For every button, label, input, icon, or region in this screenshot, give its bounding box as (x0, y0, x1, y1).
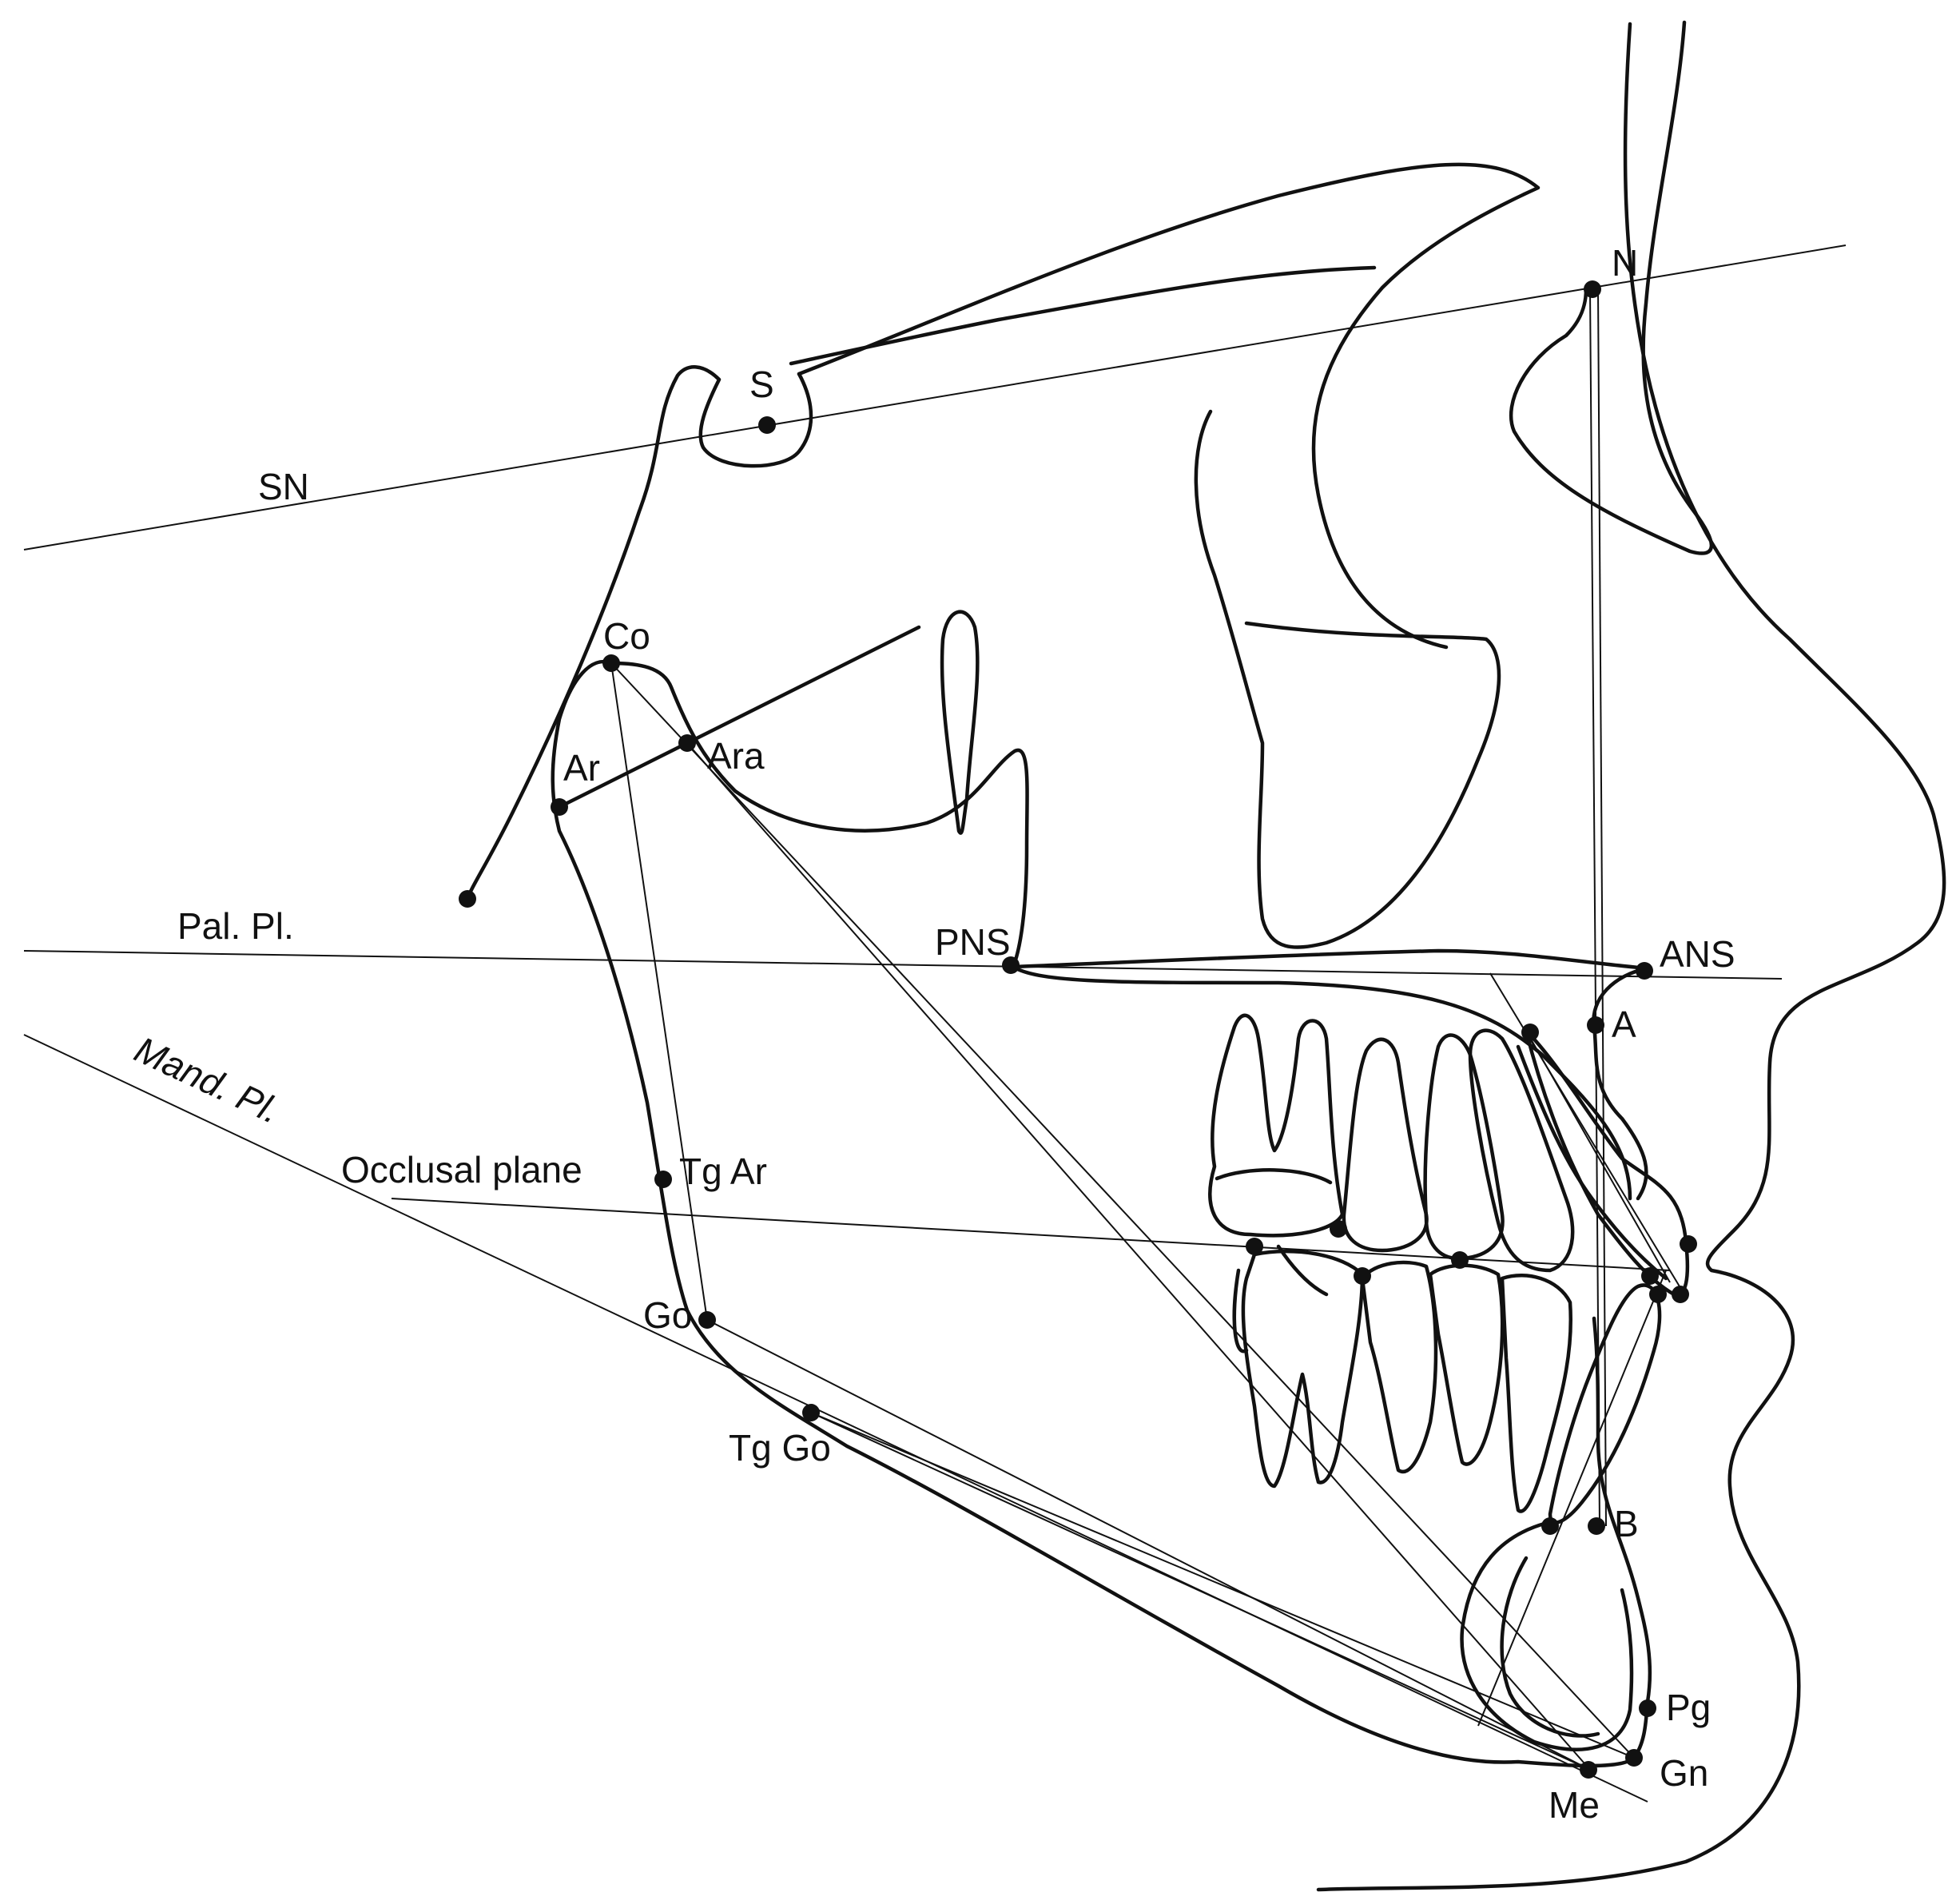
b-label: B (1614, 1503, 1639, 1544)
co-label: Co (603, 615, 650, 657)
mandible-outline (551, 659, 1652, 1768)
b-point (1588, 1517, 1605, 1535)
mandibular-plane-line (23, 1034, 1648, 1803)
upper-central-incisor (1524, 1028, 1690, 1297)
premolar-contact-point (1451, 1251, 1469, 1269)
gn-label: Gn (1660, 1752, 1708, 1794)
pg-label: Pg (1666, 1687, 1711, 1728)
upper-incisor-apex-point (1521, 1024, 1539, 1041)
gn-point (1625, 1749, 1643, 1767)
go-point (698, 1311, 716, 1329)
pterygoid-plate (940, 610, 980, 835)
s-label: S (749, 364, 774, 405)
mandibular-plane-label: Mand. Pl. (129, 1028, 287, 1131)
lower-incisor-axis-line (1477, 1270, 1667, 1727)
lower-incisor (1548, 1283, 1662, 1524)
palatal-plane-line (23, 950, 1783, 980)
me-label: Me (1548, 1784, 1600, 1826)
symphysis-curve (1500, 1556, 1600, 1738)
n-vertical-line-b (1597, 288, 1607, 1527)
frontal-bone (797, 162, 1541, 650)
dentition (1208, 1013, 1690, 1524)
incisor-contact-point-c (1672, 1286, 1689, 1303)
ara-me-line (686, 742, 1591, 1771)
ara-label: Ara (707, 735, 765, 777)
upper-first-premolar (1423, 1033, 1505, 1261)
tggo-me-line (810, 1412, 1591, 1771)
sella-turcica (465, 365, 813, 901)
lower-first-molar (1241, 1249, 1365, 1489)
upper-canine (1468, 1028, 1575, 1273)
lower-molar-crown-line (1232, 1244, 1329, 1353)
s-point (758, 416, 776, 434)
symphysis-inner (1460, 1520, 1634, 1751)
go-me-line (706, 1319, 1591, 1771)
orbit-maxilla-outline (1194, 409, 1501, 949)
me-point (1580, 1761, 1597, 1779)
tg-ar-label: Tg Ar (679, 1151, 767, 1192)
nasal-bone (1509, 20, 1714, 555)
molar-contact-point-c (1354, 1267, 1371, 1285)
ar-label: Ar (563, 747, 600, 789)
n-label: N (1612, 242, 1638, 284)
go-label: Go (643, 1294, 692, 1336)
ans-point (1636, 962, 1653, 980)
palatal-plane-label: Pal. Pl. (177, 905, 294, 947)
pg-point (1639, 1699, 1656, 1717)
soft-tissue-profile (1316, 22, 1946, 1892)
tg-go-point (802, 1404, 820, 1421)
reference-lines (23, 244, 1847, 1803)
tg-go-label: Tg Go (729, 1427, 831, 1469)
ara-point (678, 734, 696, 752)
upper-first-molar (1208, 1013, 1345, 1238)
incisor-contact-point-a (1641, 1267, 1659, 1285)
lower-first-premolar (1428, 1263, 1505, 1466)
a-label: A (1612, 1004, 1636, 1045)
ar-point (551, 798, 568, 816)
a-point (1587, 1016, 1604, 1034)
pns-label: PNS (935, 921, 1011, 963)
upper-second-premolar (1342, 1037, 1429, 1253)
upper-incisor-axis-line (1489, 972, 1683, 1291)
pns-point (1002, 956, 1020, 974)
co-go-line (610, 662, 708, 1321)
a-point-contour (1592, 966, 1650, 1201)
n-point (1584, 280, 1601, 298)
occlusal-plane-line (391, 1198, 1671, 1271)
sigmoid-notch (609, 661, 1029, 969)
n-vertical-line-a (1589, 288, 1600, 1527)
sn-label: SN (258, 466, 309, 507)
upper-incisor-tip-point (1680, 1235, 1697, 1253)
tg-ar-point (654, 1171, 672, 1188)
molar-contact-point-a (1246, 1238, 1263, 1255)
incisor-tip-line (1525, 1030, 1671, 1283)
orbit-roof (789, 265, 1377, 366)
upper-molar-crown-line (1215, 1168, 1333, 1185)
anatomical-outlines (465, 20, 1946, 1892)
co-gn-line (610, 662, 1635, 1759)
sn-line (23, 244, 1847, 551)
occlusal-plane-label: Occlusal plane (341, 1149, 582, 1190)
ans-label: ANS (1660, 933, 1735, 975)
lower-second-premolar (1360, 1260, 1438, 1474)
upper-lateral-incisor (1516, 1044, 1668, 1281)
palate-outline (1011, 948, 1650, 1201)
tggo-gn-line (810, 1412, 1635, 1759)
landmark-points (459, 280, 1697, 1779)
molar-contact-point-b (1330, 1220, 1347, 1238)
pterygoid-tip-point (459, 890, 476, 908)
lower-incisor-apex-point (1541, 1517, 1559, 1535)
incisor-contact-point-b (1649, 1286, 1667, 1303)
lower-canine (1500, 1274, 1572, 1513)
co-point (602, 654, 620, 672)
